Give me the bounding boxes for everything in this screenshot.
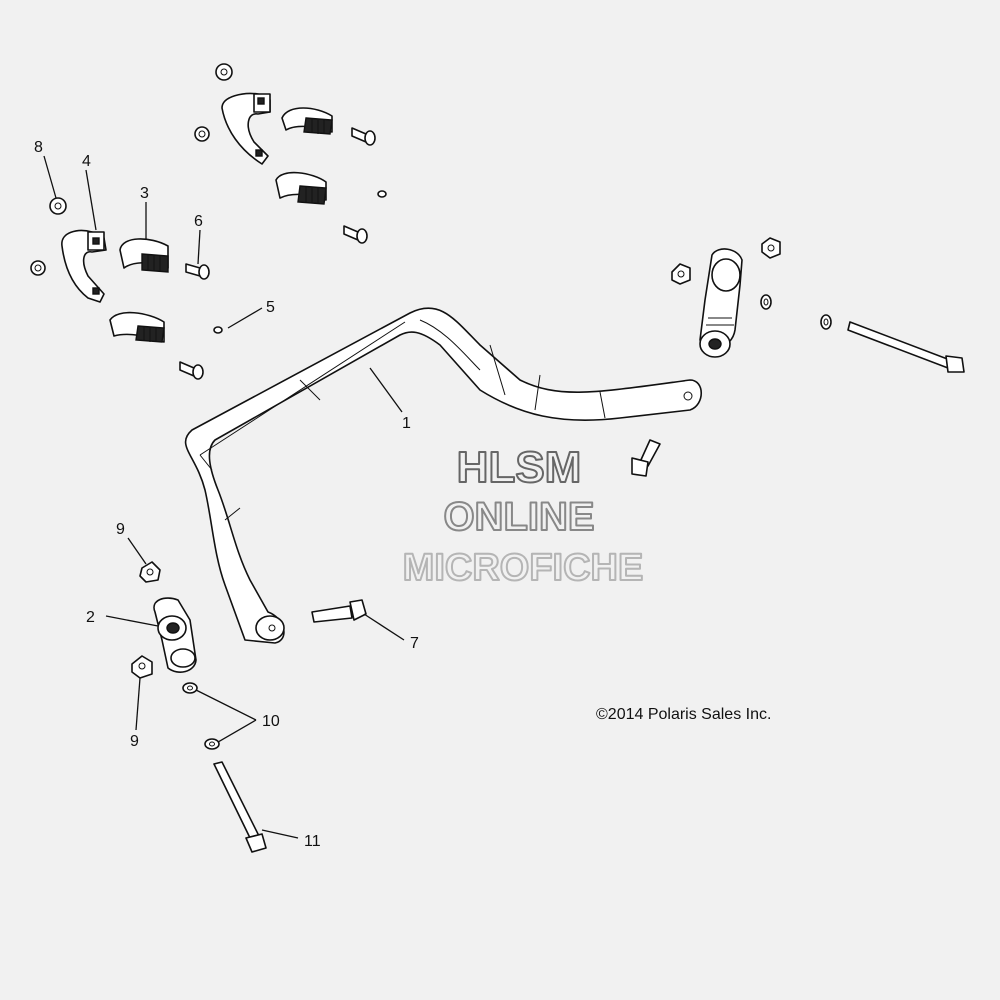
bolt-right-short: [631, 439, 661, 477]
callout-8: 8: [34, 139, 43, 156]
callout-10: 10: [262, 713, 280, 730]
stabilizer-bar: [184, 307, 703, 644]
stabilizer-link-right: [699, 248, 743, 358]
washer-10-upper: [182, 682, 198, 694]
pin-6: [185, 263, 210, 280]
callout-7: 7: [410, 635, 419, 652]
pin-upper-1: [351, 127, 376, 146]
callout-1: 1: [402, 415, 411, 432]
bolt-11: [213, 761, 267, 853]
copyright-text: ©2014 Polaris Sales Inc.: [596, 706, 771, 723]
bushing-upper-left: [119, 238, 169, 273]
callout-9-lower: 9: [130, 733, 139, 750]
callout-6: 6: [194, 213, 203, 230]
callout-9-upper: 9: [116, 521, 125, 538]
fitting-upper: [377, 190, 387, 198]
bolt-7: [311, 599, 367, 623]
nut-right-1: [671, 263, 691, 285]
nut-top-1: [215, 63, 233, 81]
washer-10-lower: [204, 738, 220, 750]
pin-upper-2: [343, 225, 368, 244]
pin-lower-left: [179, 361, 204, 380]
nut-9-lower: [131, 655, 153, 679]
nut-8: [49, 197, 67, 215]
watermark-hlsm: HLSM: [457, 443, 582, 492]
bushing-lower-left: [109, 311, 165, 343]
callout-3: 3: [140, 185, 149, 202]
washer-right-1: [760, 294, 772, 310]
watermark-online: ONLINE: [443, 495, 594, 539]
clamp-upper: [221, 92, 271, 165]
bolt-right-long: [847, 321, 965, 373]
bushing-upper-right: [281, 107, 333, 135]
nut-right-2: [761, 237, 781, 259]
bushing-lower-right: [275, 171, 327, 205]
callout-4: 4: [82, 153, 91, 170]
watermark-microfiche: MICROFICHE: [403, 547, 644, 589]
leader-lines: [43, 155, 405, 839]
callout-11: 11: [304, 833, 321, 850]
clamp-left: [61, 229, 107, 303]
nut-top-2: [194, 126, 210, 142]
washer-right-2: [820, 314, 832, 330]
callout-2: 2: [86, 609, 95, 626]
fitting-5: [213, 326, 223, 334]
nut-9-upper: [139, 561, 161, 583]
callout-5: 5: [266, 299, 275, 316]
stabilizer-link-left: [153, 597, 197, 673]
nut-left: [30, 260, 46, 276]
